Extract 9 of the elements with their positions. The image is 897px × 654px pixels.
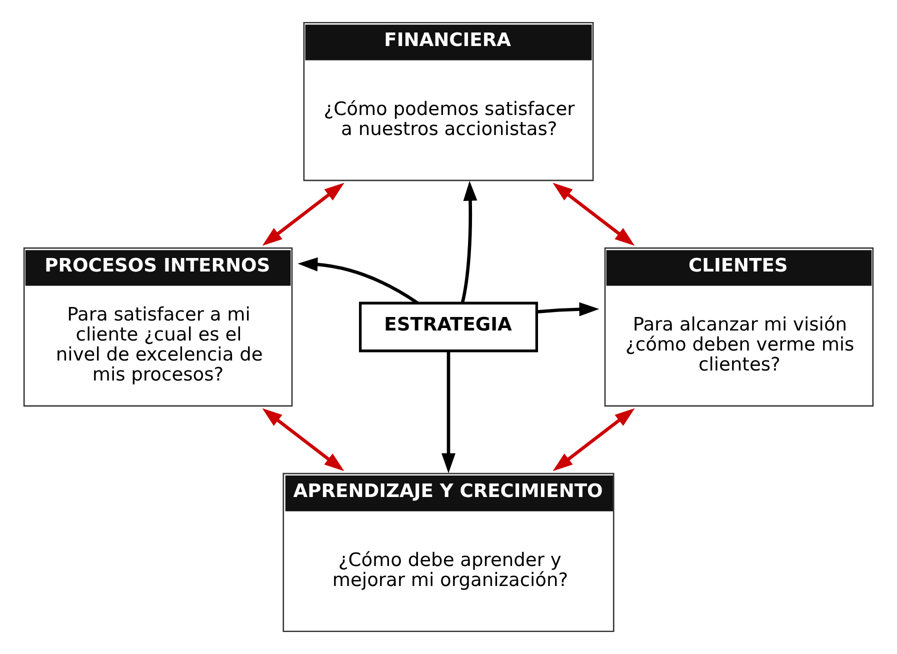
arrow	[442, 350, 456, 474]
node-box: ESTRATEGIA	[358, 302, 538, 352]
arrow	[298, 257, 419, 304]
arrow	[262, 182, 344, 246]
arrow	[552, 182, 635, 246]
arrow	[536, 302, 600, 316]
arrow	[262, 408, 344, 472]
arrow	[552, 408, 635, 472]
arrow	[460, 180, 478, 304]
